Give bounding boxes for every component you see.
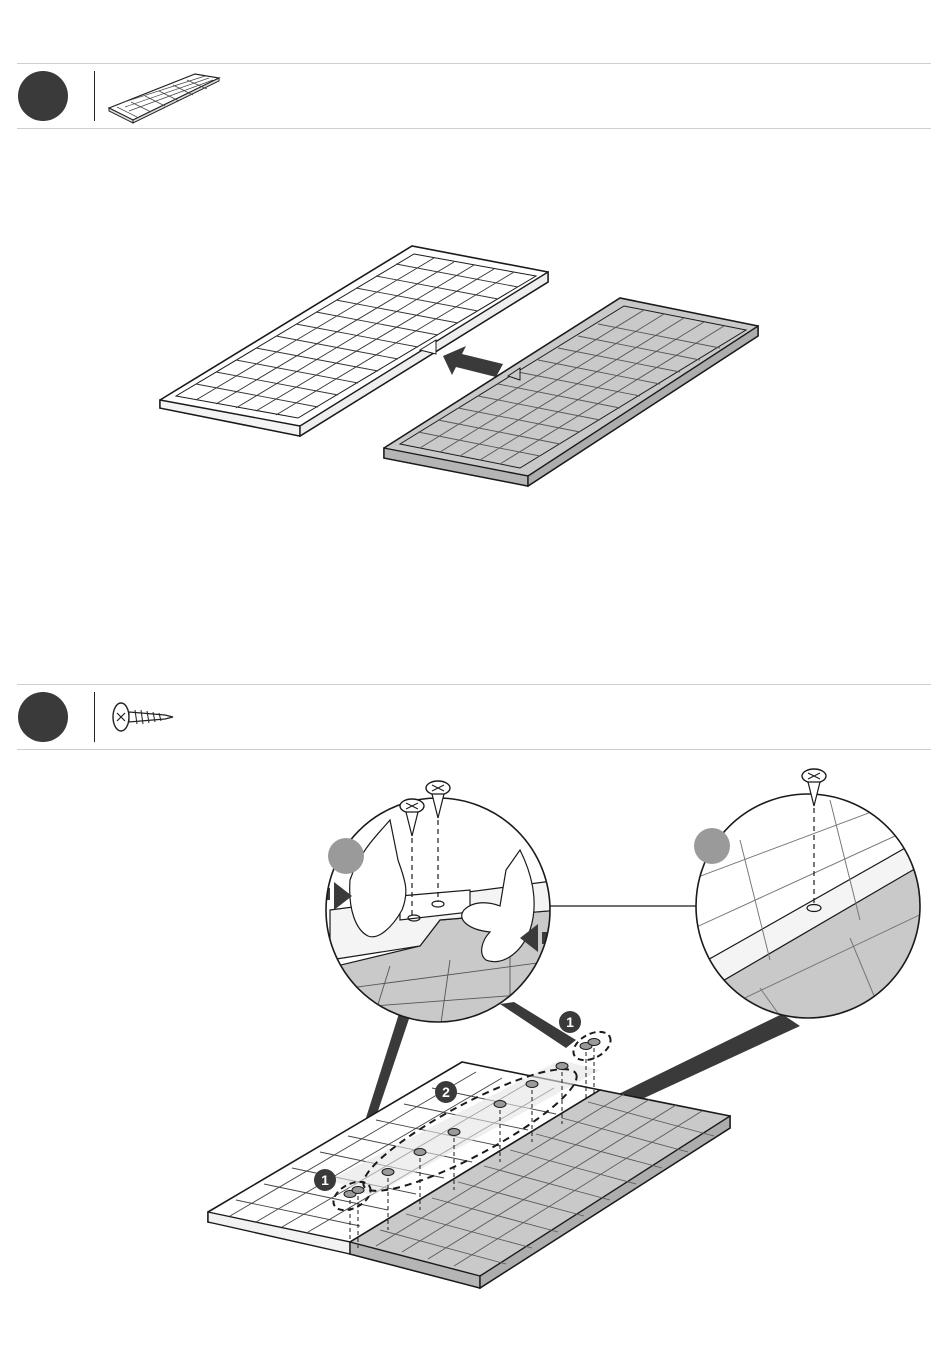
detail-b-badge [694, 828, 730, 864]
step-2-badge [18, 692, 68, 742]
assembled-floor [208, 1062, 730, 1288]
svg-text:1: 1 [566, 1014, 574, 1030]
step-2-header [17, 684, 931, 750]
svg-text:1: 1 [321, 1172, 329, 1188]
svg-text:2: 2 [442, 1084, 450, 1100]
step-2-illustration: 1 2 1 [0, 760, 950, 1320]
callout-screw-group-2: 2 [435, 1081, 457, 1103]
step-2-separator [94, 692, 95, 742]
detail-a-zoom [298, 781, 574, 1030]
floor-panel-icon [103, 68, 223, 129]
callout-screw-group-1b: 1 [314, 1169, 336, 1191]
step-1-badge [18, 71, 68, 121]
detail-a-badge [328, 838, 364, 874]
screw-icon [103, 689, 193, 750]
step-1-separator [94, 71, 95, 121]
step-1-illustration [0, 230, 950, 510]
detail-b-zoom [690, 769, 930, 1030]
step-1-header [17, 63, 931, 129]
callout-screw-group-1a: 1 [559, 1011, 581, 1033]
slide-arrow-icon [443, 346, 503, 377]
